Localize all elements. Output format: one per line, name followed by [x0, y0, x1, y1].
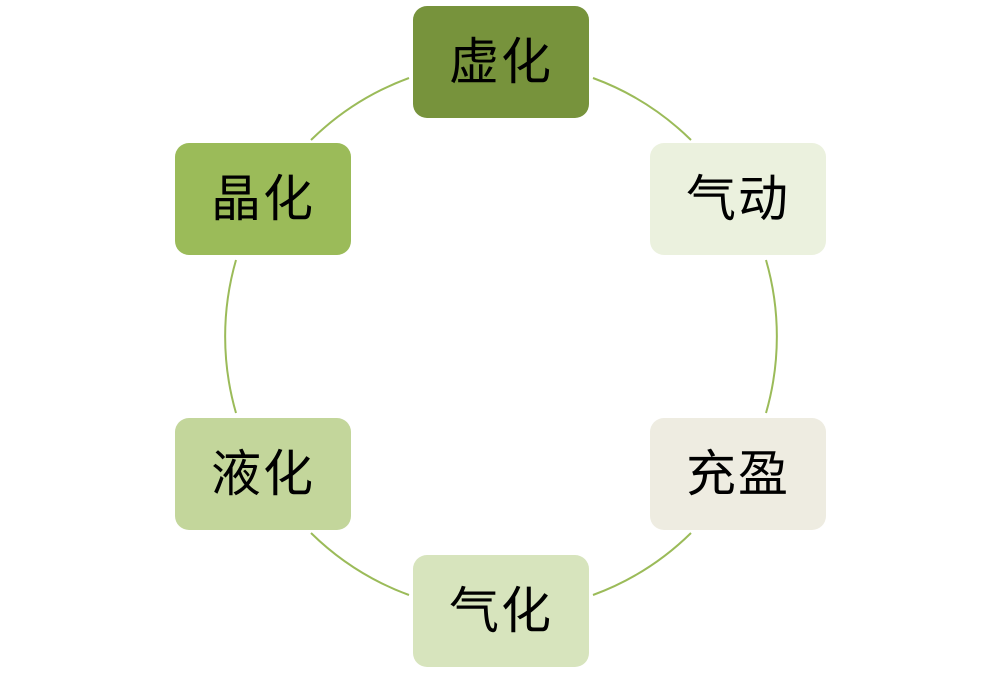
cycle-node-jinghua: 晶化 [175, 143, 351, 255]
cycle-node-yehua: 液化 [175, 418, 351, 530]
connector-arc-2 [765, 259, 778, 414]
cycle-node-chongying: 充盈 [650, 418, 826, 530]
node-label: 晶化 [211, 170, 315, 228]
node-label: 气化 [449, 582, 553, 640]
cycle-node-xuhua: 虚化 [413, 6, 589, 118]
node-label: 充盈 [686, 445, 790, 503]
connector-arc-3 [592, 532, 692, 596]
connector-arc-4 [310, 532, 410, 596]
node-label: 气动 [686, 170, 790, 228]
connector-arc-6 [310, 77, 410, 141]
connector-arc-5 [224, 259, 237, 414]
node-label: 虚化 [449, 33, 553, 91]
connector-arc-1 [592, 77, 692, 141]
cycle-node-qihua: 气化 [413, 555, 589, 667]
cycle-node-qidong: 气动 [650, 143, 826, 255]
node-label: 液化 [211, 445, 315, 503]
